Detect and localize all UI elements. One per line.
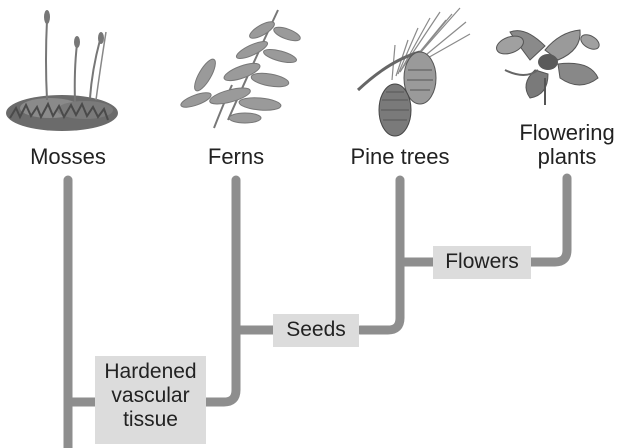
trait-flowers: Flowers [433,246,531,279]
label-pine-trees: Pine trees [325,145,475,169]
trait-hardened-line2: vascular [103,384,198,408]
trait-seeds: Seeds [273,314,359,347]
branch-pine-trees [360,180,400,330]
label-ferns: Ferns [161,145,311,169]
branch-flowering-plants [530,178,567,262]
label-mosses: Mosses [0,145,143,169]
trait-hardened-line3: tissue [103,408,198,432]
trait-hardened-vascular-tissue: Hardened vascular tissue [95,356,206,444]
label-flowering-line1: Flowering [492,121,623,145]
label-flowering-plants: Flowering plants [492,121,623,169]
label-flowering-line2: plants [492,145,623,169]
trait-hardened-line1: Hardened [103,360,198,384]
